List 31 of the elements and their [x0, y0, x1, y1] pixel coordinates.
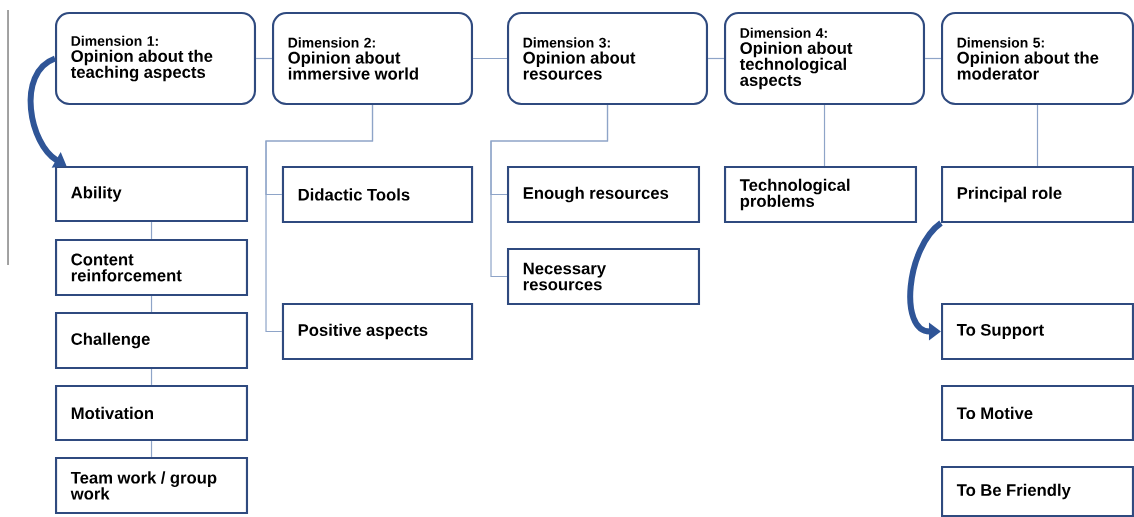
connector-line	[150, 221, 153, 240]
connector-line	[150, 440, 153, 458]
connector-line	[150, 368, 153, 386]
connector-line	[472, 57, 508, 60]
dimension-box: Dimension 4: Opinion about technological aspects	[723, 11, 926, 106]
connector-line	[823, 104, 826, 167]
category-box: Ability	[55, 165, 249, 223]
connector-line	[924, 57, 942, 60]
connector-line	[255, 57, 273, 60]
dimension-box: Dimension 1: Opinion about the teaching aspects	[55, 11, 257, 106]
category-box: Didactic Tools	[281, 165, 474, 224]
category-box: Motivation	[55, 384, 249, 442]
category-box: Enough resources	[506, 165, 701, 224]
category-box: To Support	[940, 302, 1134, 361]
category-box: Principal role	[940, 165, 1134, 224]
category-box: Positive aspects	[281, 302, 474, 361]
connector-line	[150, 295, 153, 313]
dimension-box: Dimension 2: Opinion about immersive world	[272, 11, 474, 106]
connector-line	[265, 104, 374, 333]
category-box: Technological problems	[723, 165, 918, 224]
dimension-box: Dimension 5: Opinion about the moderator	[940, 11, 1134, 106]
category-box: To Motive	[940, 384, 1134, 442]
category-box: Challenge	[55, 311, 249, 370]
connector-line	[490, 104, 609, 278]
category-box: Content reinforcement	[55, 238, 249, 297]
dimension-box: Dimension 3: Opinion about resources	[506, 11, 709, 106]
category-box: Team work / group work	[55, 456, 249, 515]
connector-line	[1036, 104, 1039, 167]
connector-line	[707, 57, 725, 60]
category-box: Necessary resources	[506, 247, 701, 306]
category-box: To Be Friendly	[940, 465, 1134, 517]
